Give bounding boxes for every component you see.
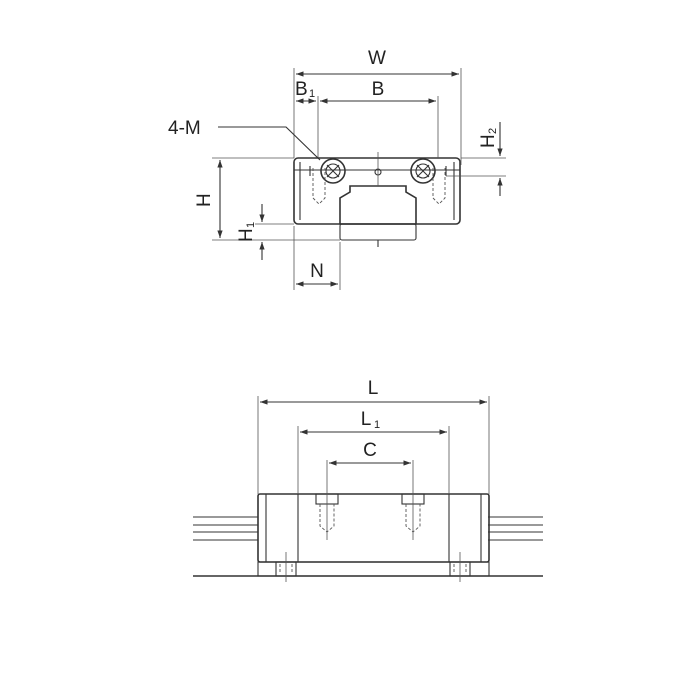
label-l: L (368, 378, 379, 399)
rail-profile (339, 185, 417, 225)
side-view: L L 1 C (193, 378, 543, 582)
end-view: W B 1 B 4-M H H 1 H 2 N (168, 48, 506, 290)
label-h2: H (478, 134, 499, 148)
tapped-hole-left (315, 460, 339, 540)
label-l1-subscript: 1 (374, 419, 380, 431)
bolt-right-icon (410, 158, 436, 184)
label-b: B (372, 79, 385, 100)
label-l1: L (361, 409, 372, 430)
label-h1: H (236, 228, 257, 242)
label-4-m: 4-M (168, 118, 201, 139)
rail-bolt-right (449, 552, 471, 582)
label-h1-subscript: 1 (245, 222, 257, 228)
label-b1-subscript: 1 (309, 88, 315, 100)
tapped-hole-right (401, 460, 425, 540)
label-n: N (310, 261, 324, 282)
label-c: C (363, 440, 377, 461)
label-h: H (194, 193, 215, 207)
label-b1: B (295, 79, 308, 100)
rail-bolt-left (275, 552, 297, 582)
rail-side (193, 516, 543, 577)
label-h2-subscript: 2 (487, 128, 499, 134)
leader-4-m (218, 126, 321, 161)
label-w: W (368, 48, 386, 69)
bolt-left-icon (320, 158, 346, 184)
block-side (257, 493, 490, 563)
